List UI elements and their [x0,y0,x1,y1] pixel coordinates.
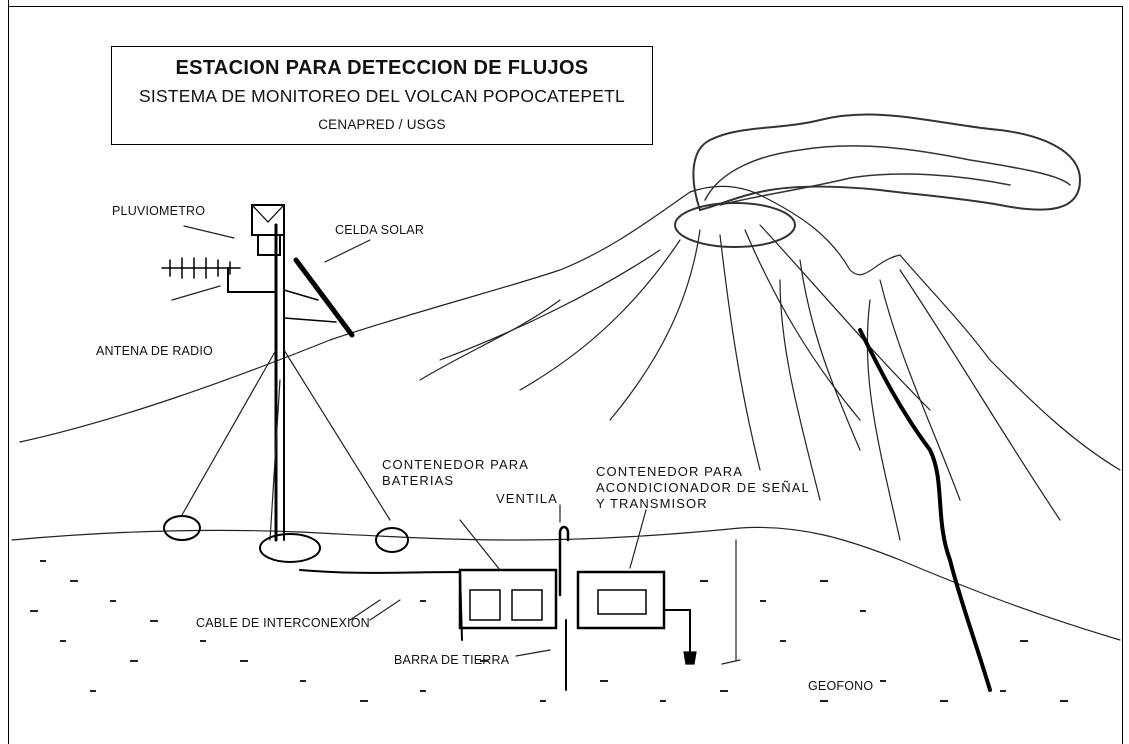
title-box: ESTACION PARA DETECCION DE FLUJOS SISTEM… [111,46,653,145]
label-contenedor-senal-1: CONTENEDOR PARA [596,464,743,479]
label-contenedor-baterias-2: BATERIAS [382,473,455,488]
battery-container [458,568,558,630]
frame-border-left [8,0,9,744]
geophone-icon [683,651,697,665]
frame-border-top [8,6,1123,7]
lava-channel [858,328,992,692]
volcano-outline [19,185,1121,471]
diagram-credit: CENAPRED / USGS [318,117,446,132]
solar-panel [293,257,355,338]
vent-pipe [558,525,570,597]
shrub [259,533,321,563]
radio-antenna [161,257,241,279]
label-contenedor-baterias-1: CONTENEDOR PARA [382,457,529,472]
crater-cloud [674,202,796,248]
geophone-cable [663,609,691,653]
label-pluviometro: PLUVIOMETRO [112,204,206,218]
shrub [375,527,409,553]
label-contenedor-senal-2: ACONDICIONADOR DE SEÑAL [596,480,810,495]
ground-surface [11,526,1121,641]
label-cable: CABLE DE INTERCONEXION [196,616,370,630]
interconnect-cable [299,569,463,641]
eruption-plume [692,113,1082,212]
label-celda-solar: CELDA SOLAR [335,223,425,237]
diagram-title: ESTACION PARA DETECCION DE FLUJOS [175,57,589,79]
label-antena: ANTENA DE RADIO [96,344,213,358]
frame-border-right [1122,6,1123,744]
diagram-subtitle: SISTEMA DE MONITOREO DEL VOLCAN POPOCATE… [139,86,625,106]
label-barra: BARRA DE TIERRA [394,653,510,667]
label-ventila: VENTILA [496,491,558,506]
label-contenedor-senal-3: Y TRANSMISOR [596,496,708,511]
label-geofono: GEOFONO [808,679,874,693]
transmitter-container [576,570,666,630]
shrub [163,515,201,541]
ground-texture [30,560,1068,702]
